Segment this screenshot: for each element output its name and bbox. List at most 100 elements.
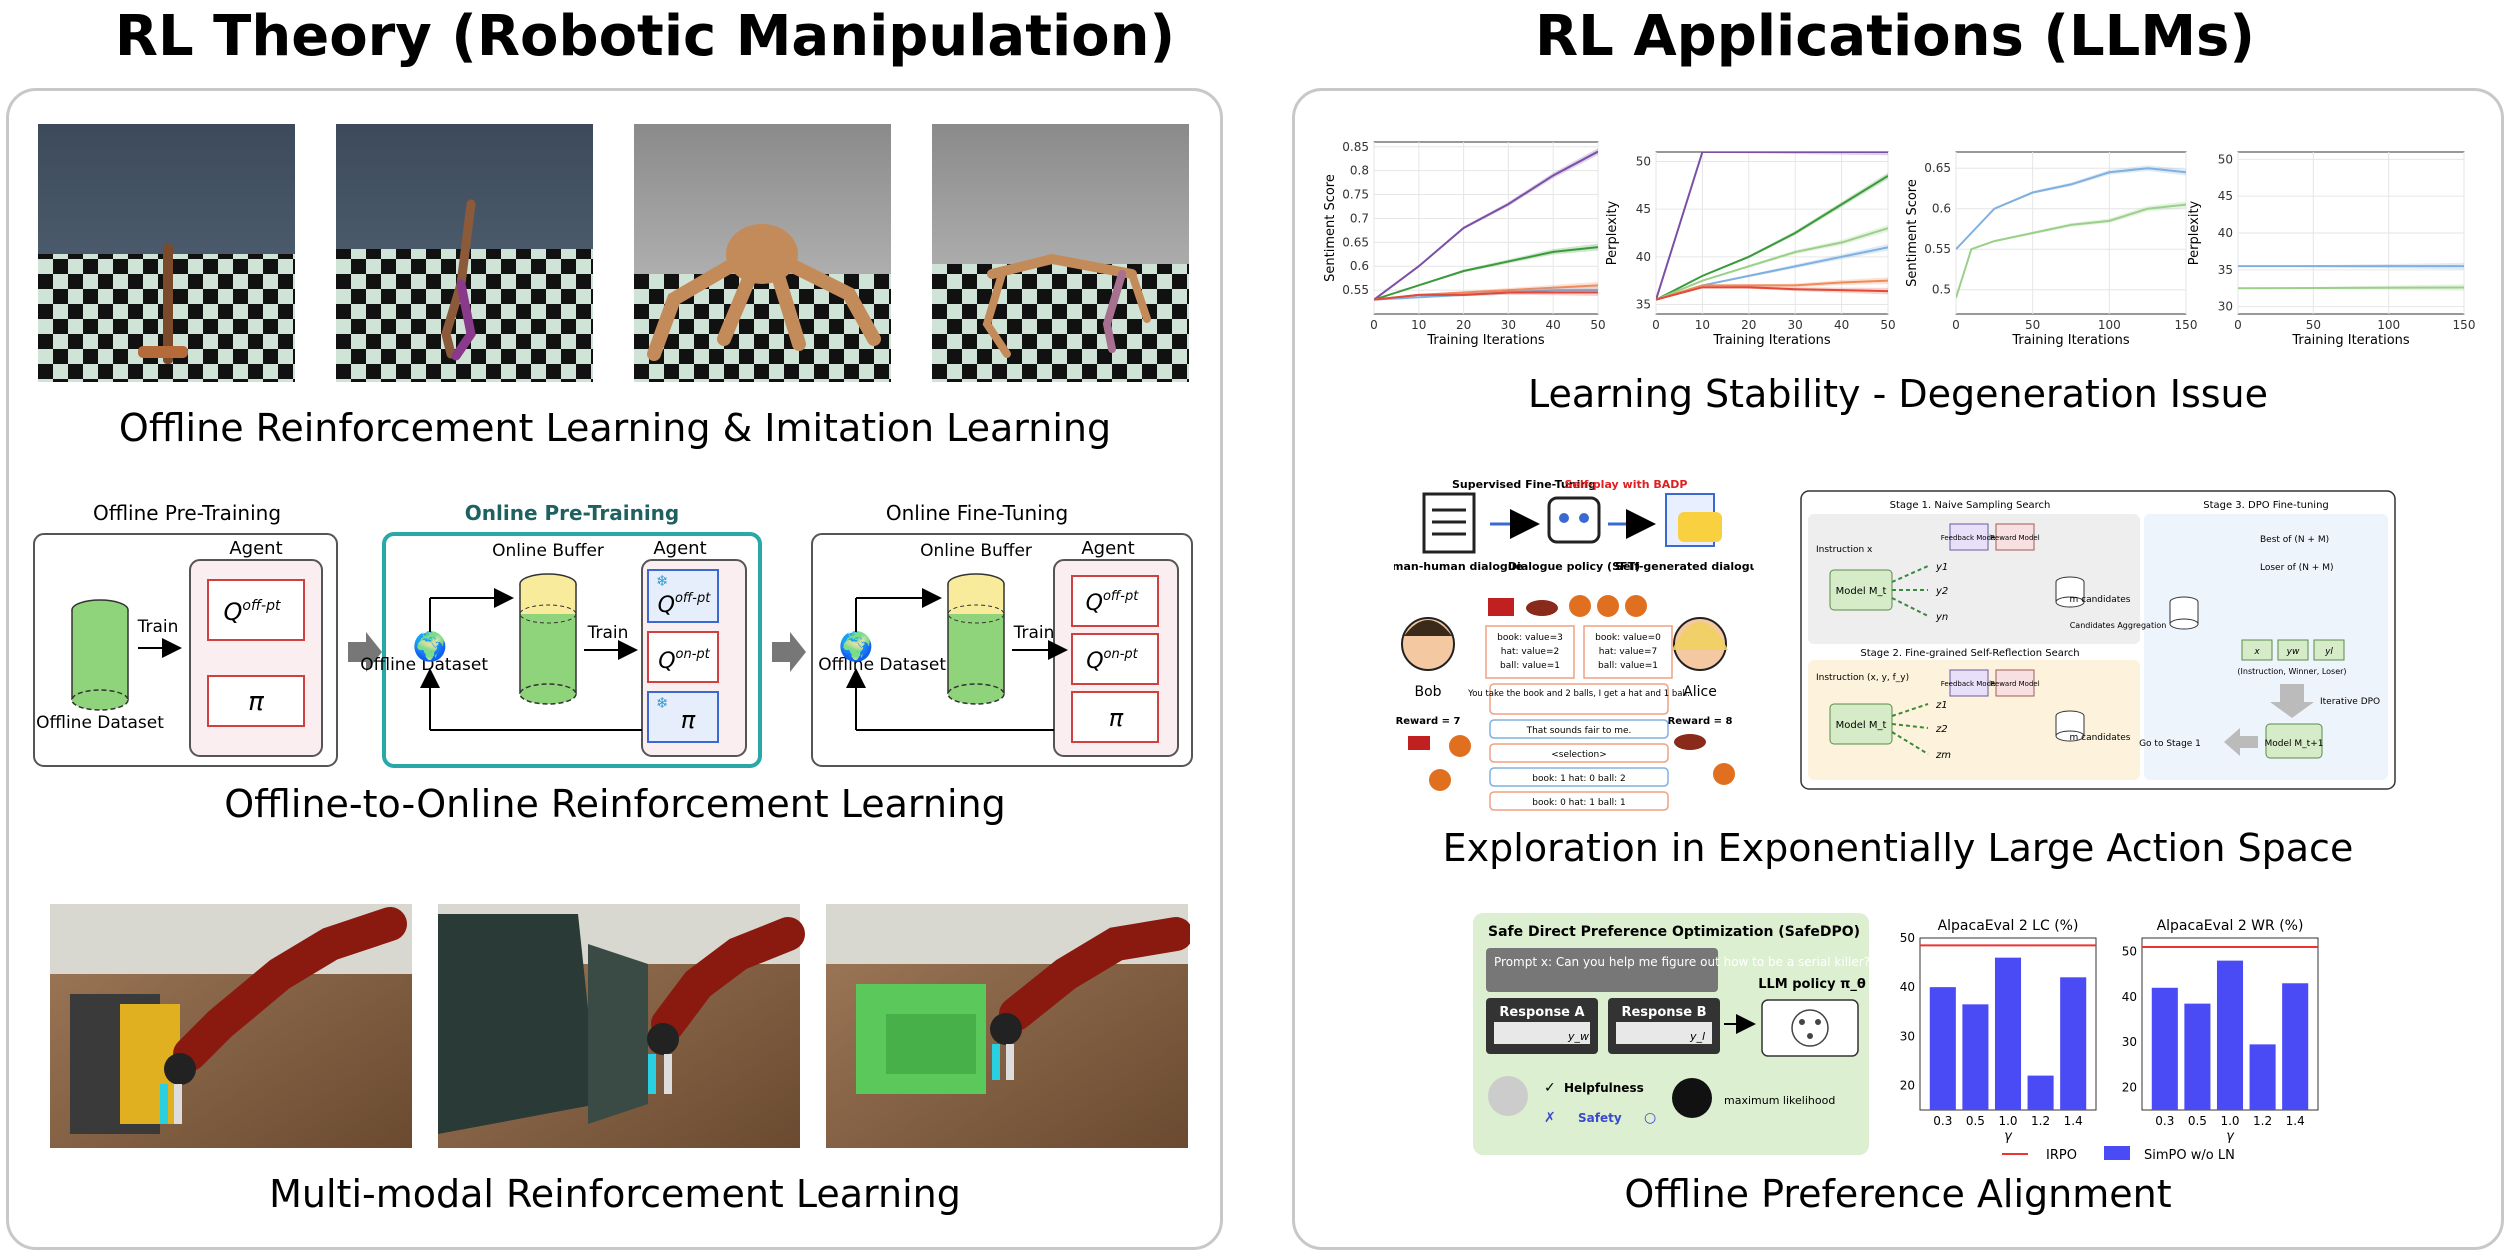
stage3-title: Online Fine-Tuning	[886, 501, 1068, 525]
stage2-label: Stage 2. Fine-grained Self-Reflection Se…	[1860, 648, 2079, 659]
svg-text:Qon-pt: Qon-pt	[658, 647, 710, 674]
x-tick-label: 0	[1952, 318, 1960, 332]
stage1-pi: π	[248, 687, 264, 717]
x-tick-label: 20	[1741, 318, 1756, 332]
svg-text:y2: y2	[1935, 586, 1948, 597]
svg-text:Loser of (N + M): Loser of (N + M)	[2260, 563, 2333, 573]
y-tick-label: 20	[1900, 1078, 1915, 1092]
caption-stability: Learning Stability - Degeneration Issue	[1527, 372, 2269, 416]
x-tick-label: 150	[2175, 318, 2198, 332]
x-axis-label: Training Iterations	[2291, 333, 2410, 348]
robot-icon	[1547, 496, 1601, 544]
series-line	[1656, 286, 1888, 301]
stage1-pi-box	[207, 675, 305, 727]
svg-text:Train: Train	[1013, 623, 1055, 643]
x-axis-label: Training Iterations	[1712, 333, 1831, 348]
svg-text:z2: z2	[1935, 724, 1948, 735]
legend-simpo-swatch	[2104, 1146, 2130, 1160]
bar	[2282, 983, 2309, 1110]
svg-text:Model M_t: Model M_t	[1836, 720, 1887, 731]
reward-bob: Reward = 7	[1396, 716, 1461, 727]
dialogue-diagram: Human-human dialogue Supervised Fine-Tun…	[1394, 478, 1754, 811]
bar	[2249, 1044, 2276, 1110]
svg-text:Candidates Aggregation: Candidates Aggregation	[2070, 621, 2167, 630]
y-tick-label: 50	[1636, 155, 1651, 169]
reward-alice: Reward = 8	[1668, 716, 1733, 727]
svg-text:π: π	[681, 706, 696, 734]
stage1-dataset: Offline Dataset	[36, 713, 164, 733]
bar	[1929, 987, 1956, 1110]
chart-title: AlpacaEval 2 WR (%)	[2157, 918, 2304, 934]
arrow-1	[348, 632, 382, 672]
globe-icon: 🌍	[839, 630, 874, 663]
svg-text:m candidates: m candidates	[2070, 595, 2131, 605]
legend-irpo-label: IRPO	[2046, 1148, 2077, 1163]
human-dialogue-label: Human-human dialogue	[1394, 560, 1523, 573]
y-tick-label: 0.65	[1924, 161, 1951, 175]
stage2-agent-label: Agent	[653, 538, 706, 559]
svg-text:Reward Model: Reward Model	[1990, 534, 2039, 542]
bar	[2151, 987, 2178, 1110]
y-tick-label: 50	[2218, 152, 2233, 166]
hat-icon	[1526, 600, 1558, 616]
bar	[2060, 977, 2087, 1110]
msg-2: That sounds fair to me.	[1526, 726, 1632, 736]
x-tick-label: 0.5	[2188, 1114, 2207, 1128]
svg-text:z1: z1	[1935, 700, 1948, 711]
msg-4: book: 1 hat: 0 ball: 2	[1532, 774, 1626, 784]
svg-text:m candidates: m candidates	[2070, 733, 2131, 743]
robot-scene-2	[438, 904, 805, 1148]
svg-text:(Instruction, Winner, Loser): (Instruction, Winner, Loser)	[2237, 667, 2346, 676]
brain-head-icon	[1488, 1076, 1528, 1116]
caption-preference: Offline Preference Alignment	[1624, 1172, 2172, 1216]
bar	[2027, 1075, 2054, 1110]
selfgen-label: Self-generated dialogue	[1615, 560, 1754, 573]
bar	[2216, 960, 2244, 1110]
y-tick-label: 40	[1900, 980, 1915, 994]
svg-text:Helpfulness: Helpfulness	[1564, 1081, 1644, 1095]
svg-text:hat: value=7: hat: value=7	[1599, 647, 1658, 657]
series-line	[1656, 152, 1888, 301]
stage1-title: Offline Pre-Training	[93, 501, 281, 525]
svg-text:Instruction (x, y, f_y): Instruction (x, y, f_y)	[1816, 673, 1909, 683]
y-tick-label: 40	[1636, 250, 1651, 264]
x-tick-label: 1.2	[2253, 1114, 2272, 1128]
x-tick-label: 0	[1652, 318, 1660, 332]
x-tick-label: 0.3	[1933, 1114, 1952, 1128]
ball-icon	[1569, 595, 1591, 617]
svg-text:yn: yn	[1935, 612, 1948, 623]
svg-text:x: x	[2253, 647, 2260, 657]
stage1-agent-label: Agent	[229, 538, 282, 559]
y-tick-label: 0.75	[1342, 188, 1369, 202]
svg-text:Model M_t: Model M_t	[1836, 586, 1887, 597]
msg-5: book: 0 hat: 1 ball: 1	[1532, 798, 1626, 808]
svg-text:Safety: Safety	[1578, 1111, 1622, 1125]
svg-text:Go to Stage 1: Go to Stage 1	[2139, 739, 2201, 749]
y-tick-label: 50	[2122, 945, 2137, 959]
dark-head-icon	[1672, 1078, 1712, 1118]
ant-scene	[634, 124, 891, 382]
svg-text:hat: value=2: hat: value=2	[1501, 647, 1560, 657]
y-tick-label: 50	[1900, 931, 1915, 945]
x-tick-label: 50	[2306, 318, 2321, 332]
svg-text:Qon-pt: Qon-pt	[1086, 647, 1138, 674]
alice-label: Alice	[1683, 684, 1717, 700]
globe-icon: 🌍	[413, 630, 448, 663]
svg-text:y_w: y_w	[1567, 1030, 1589, 1043]
y-tick-label: 30	[2122, 1035, 2137, 1049]
y-tick-label: 30	[1900, 1029, 1915, 1043]
y-axis-label: Sentiment Score	[1323, 174, 1338, 282]
bob-label: Bob	[1414, 684, 1441, 700]
y-tick-label: 0.7	[1350, 211, 1369, 225]
x-tick-label: 0	[1370, 318, 1378, 332]
svg-text:book: value=3: book: value=3	[1497, 633, 1563, 643]
svg-text:book: value=0: book: value=0	[1595, 633, 1661, 643]
svg-text:Qoff-pt: Qoff-pt	[658, 591, 712, 618]
